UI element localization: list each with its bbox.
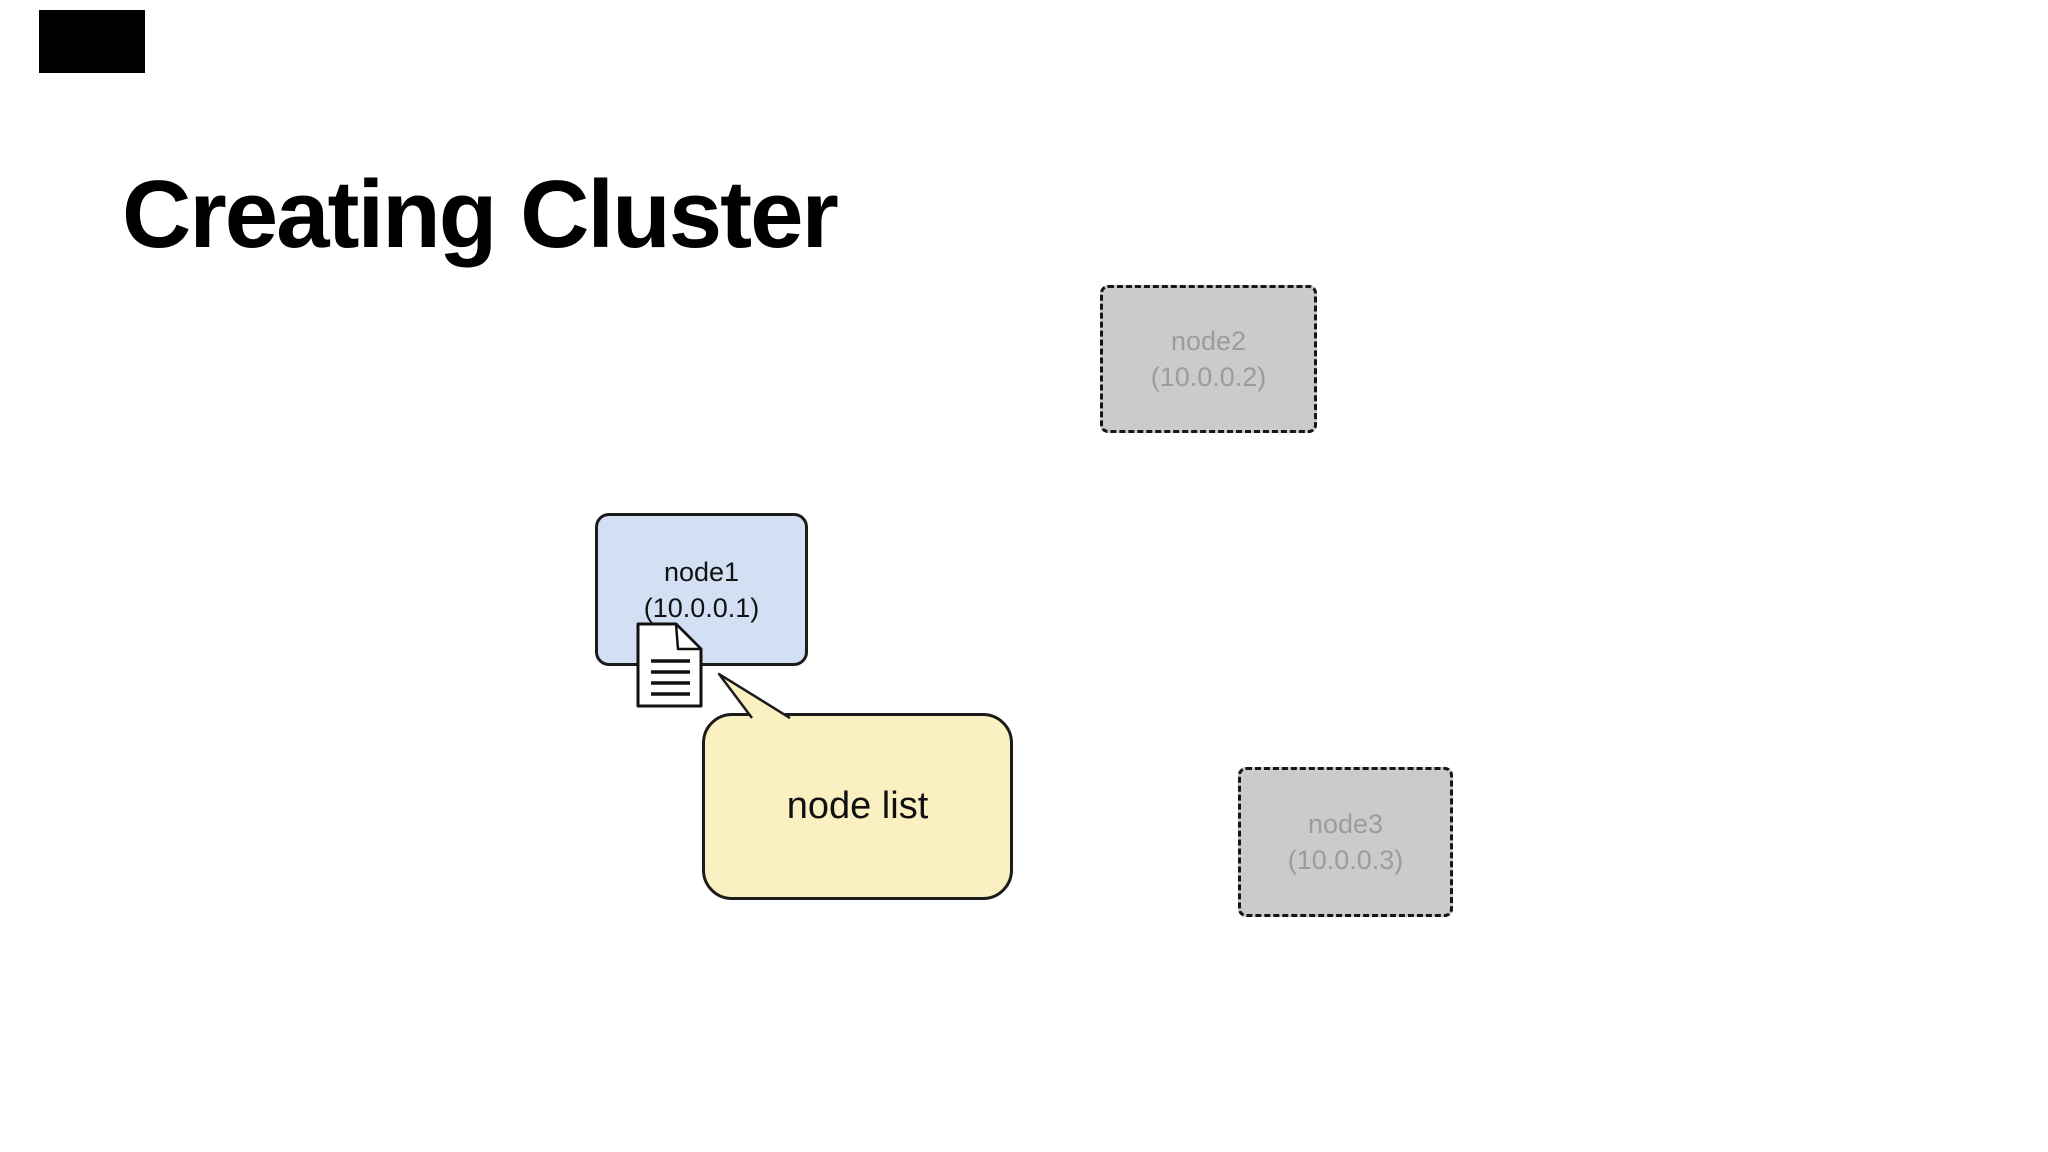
- document-icon: [636, 622, 703, 708]
- page-title: Creating Cluster: [122, 161, 839, 269]
- callout-bubble: node list: [702, 713, 1013, 900]
- node-label: node3: [1307, 809, 1384, 839]
- node-ip: (10.0.0.3): [1287, 845, 1404, 875]
- node-ip: (10.0.0.2): [1150, 362, 1267, 392]
- black-corner-overlay: [39, 10, 145, 73]
- node-box-node1: node1 (10.0.0.1): [595, 513, 808, 666]
- node-ip: (10.0.0.1): [643, 592, 760, 623]
- node-box-node2: node2 (10.0.0.2): [1100, 285, 1317, 433]
- node-label: node2: [1170, 326, 1247, 356]
- node-box-node3: node3 (10.0.0.3): [1238, 767, 1453, 917]
- callout-label: node list: [786, 785, 929, 827]
- node-label: node1: [663, 556, 740, 587]
